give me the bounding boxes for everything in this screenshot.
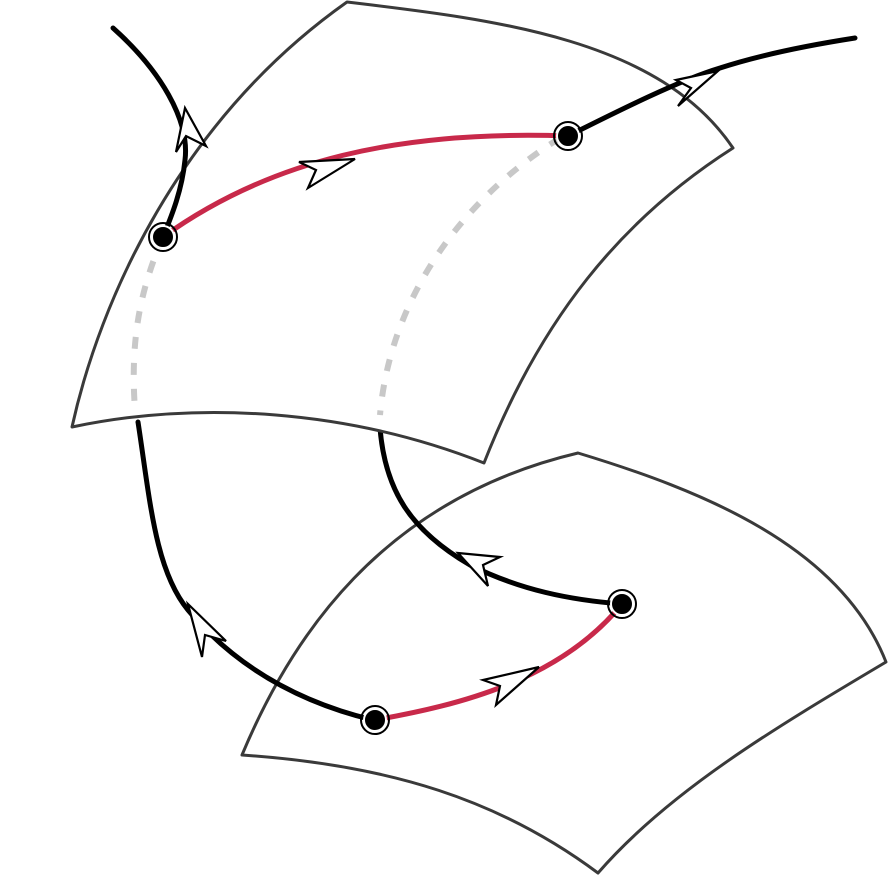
top-left-black-path [110,25,189,240]
lower-sheet [240,451,888,875]
arrowhead-top-right [672,69,722,107]
arrowhead-lower-red [479,665,540,709]
top-right-black-path [565,35,858,139]
arrowhead-right-connecting [455,551,505,587]
lower-right-node [607,589,637,619]
upper-sheet [70,0,735,465]
upper-right-node [553,121,583,151]
upper-red-connection [160,132,571,240]
arrowhead-left-connecting [185,600,227,658]
left-dashed-segment [130,235,166,411]
arrowhead-upper-red [298,157,356,191]
upper-left-node [148,222,178,252]
arrowhead-top-left [174,104,209,153]
lower-left-node [360,705,390,735]
right-dashed-segment [377,135,562,416]
left-connecting-black-path [135,419,376,723]
